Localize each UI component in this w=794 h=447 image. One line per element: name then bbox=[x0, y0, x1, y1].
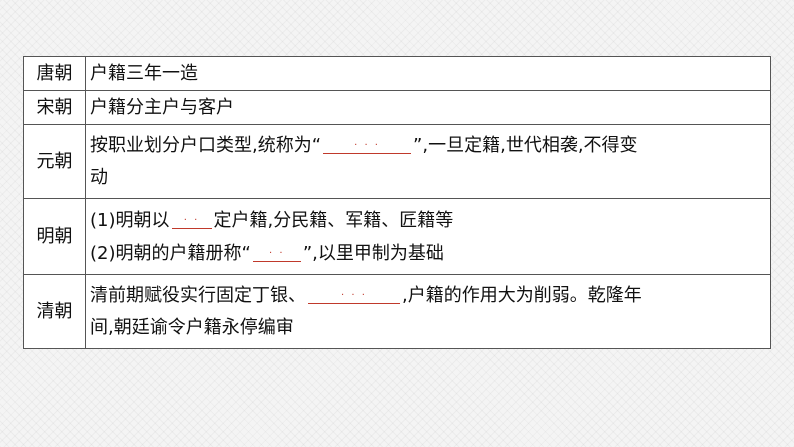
dynasty-cell-yuan: 元朝 bbox=[23, 124, 86, 199]
table-row: 清朝 清前期赋役实行固定丁银、 · · · ,户籍的作用大为削弱。乾隆年 间,朝廷谕… bbox=[23, 274, 771, 349]
text-line: 间,朝廷谕令户籍永停编审 bbox=[90, 317, 294, 338]
dynasty-cell-song: 宋朝 bbox=[23, 90, 86, 125]
text-segment: (2)明朝的户籍册称“ bbox=[90, 242, 251, 264]
content-cell-ming: (1)明朝以 · · 定户籍,分民籍、军籍、匠籍等 (2)明朝的户籍册称“ · · ”,… bbox=[85, 198, 771, 275]
content-cell-qing: 清前期赋役实行固定丁银、 · · · ,户籍的作用大为削弱。乾隆年 间,朝廷谕令户籍… bbox=[85, 274, 771, 349]
table-row: 宋朝 户籍分主户与客户 bbox=[23, 90, 771, 125]
text-line: (1)明朝以 · · 定户籍,分民籍、军籍、匠籍等 bbox=[90, 204, 766, 237]
dynasty-cell-qing: 清朝 bbox=[23, 274, 86, 349]
text-line: 动 bbox=[90, 167, 108, 188]
text-segment: 定户籍,分民籍、军籍、匠籍等 bbox=[213, 209, 454, 231]
answer-blank[interactable]: · · · bbox=[321, 129, 413, 154]
answer-blank[interactable]: · · · bbox=[306, 279, 402, 304]
content-cell-song: 户籍分主户与客户 bbox=[85, 90, 771, 125]
answer-blank[interactable]: · · bbox=[251, 237, 303, 262]
text-line: (2)明朝的户籍册称“ · · ”,以里甲制为基础 bbox=[90, 237, 766, 270]
blank-mark: · · · bbox=[354, 140, 380, 151]
blank-mark: · · bbox=[269, 247, 285, 259]
text-segment: ,户籍的作用大为削弱。乾隆年 bbox=[402, 285, 642, 306]
blank-mark: · · · bbox=[341, 290, 367, 301]
dynasty-cell-tang: 唐朝 bbox=[23, 56, 86, 91]
text-line: 按职业划分户口类型,统称为“ · · · ”,一旦定籍,世代相袭,不得变 bbox=[90, 129, 766, 162]
text-segment: ”,一旦定籍,世代相袭,不得变 bbox=[413, 135, 638, 156]
text-segment: 按职业划分户口类型,统称为“ bbox=[90, 135, 322, 156]
table-row: 元朝 按职业划分户口类型,统称为“ · · · ”,一旦定籍,世代相袭,不得变 动 bbox=[23, 124, 771, 199]
table-row: 唐朝 户籍三年一造 bbox=[23, 56, 771, 91]
text-segment: ”,以里甲制为基础 bbox=[302, 242, 444, 264]
text-segment: 清前期赋役实行固定丁银、 bbox=[90, 285, 306, 306]
answer-blank[interactable]: · · bbox=[170, 204, 214, 229]
content-cell-tang: 户籍三年一造 bbox=[85, 56, 771, 91]
household-registration-table: 唐朝 户籍三年一造 宋朝 户籍分主户与客户 元朝 按职业划分户口类型,统称为“ ·… bbox=[23, 56, 771, 349]
text-segment: (1)明朝以 bbox=[90, 209, 170, 231]
blank-mark: · · bbox=[183, 214, 200, 226]
dynasty-cell-ming: 明朝 bbox=[23, 198, 86, 275]
content-cell-yuan: 按职业划分户口类型,统称为“ · · · ”,一旦定籍,世代相袭,不得变 动 bbox=[85, 124, 771, 199]
text-line: 清前期赋役实行固定丁银、 · · · ,户籍的作用大为削弱。乾隆年 bbox=[90, 279, 766, 312]
table-row: 明朝 (1)明朝以 · · 定户籍,分民籍、军籍、匠籍等 (2)明朝的户籍册称“ · … bbox=[23, 198, 771, 275]
